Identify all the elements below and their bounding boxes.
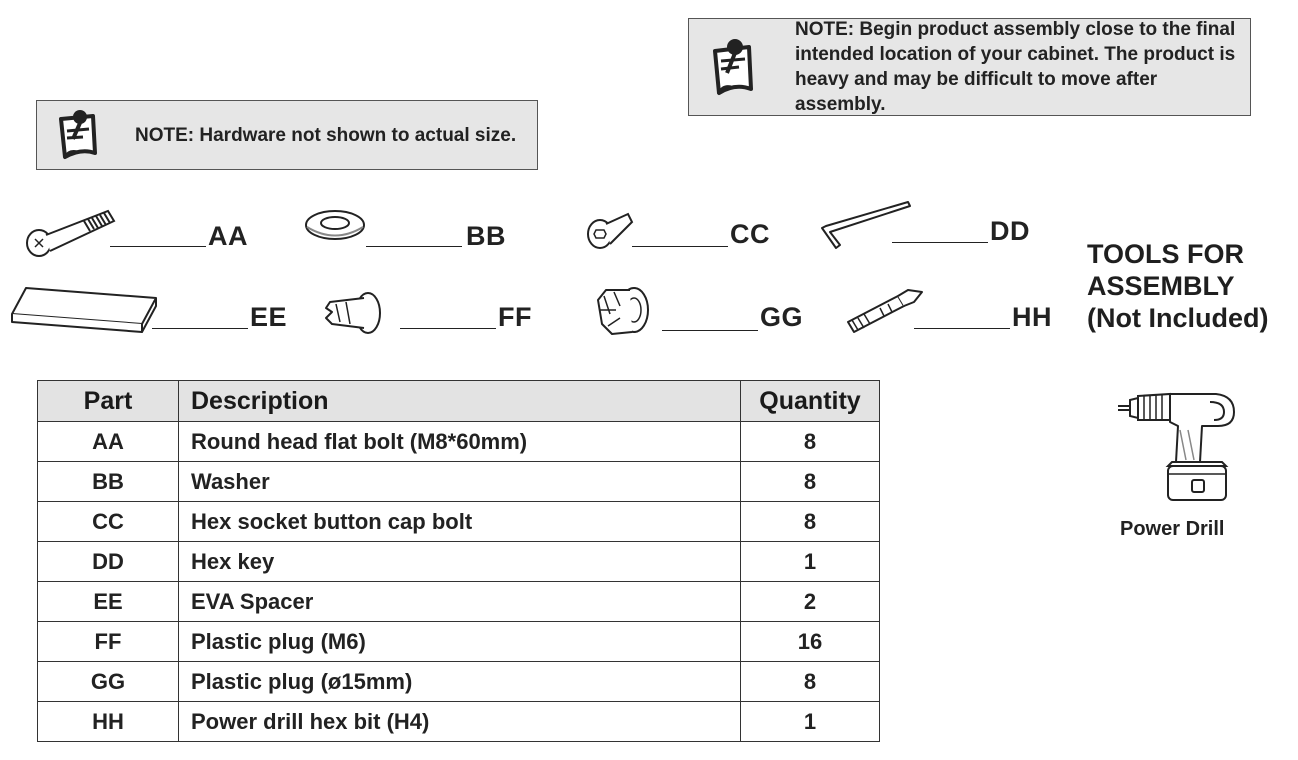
plastic-plug-15mm-icon [597, 287, 649, 335]
hardware-code: GG [760, 302, 804, 332]
quantity-cell: 16 [740, 621, 880, 662]
pinned-note-icon [705, 33, 761, 101]
tools-title-line: ASSEMBLY [1087, 271, 1235, 301]
part-cell: DD [37, 541, 179, 582]
washer-icon [305, 210, 365, 240]
round-head-flat-bolt-icon [26, 209, 116, 257]
part-cell: EE [37, 581, 179, 622]
quantity-cell: 8 [740, 421, 880, 462]
hardware-code: HH [1012, 302, 1052, 332]
description-cell: EVA Spacer [178, 581, 741, 622]
quantity-cell: 8 [740, 461, 880, 502]
description-cell: Power drill hex bit (H4) [178, 701, 741, 742]
quantity-cell: 8 [740, 501, 880, 542]
description-cell: Plastic plug (M6) [178, 621, 741, 662]
hardware-code: AA [208, 221, 248, 251]
note-assembly-location: NOTE: Begin product assembly close to th… [688, 18, 1251, 116]
quantity-cell: 2 [740, 581, 880, 622]
description-cell: Round head flat bolt (M8*60mm) [178, 421, 741, 462]
table-row: HH Power drill hex bit (H4) 1 [37, 701, 880, 742]
table-row: EE EVA Spacer 2 [37, 581, 880, 622]
part-cell: AA [37, 421, 179, 462]
note-hardware-size: NOTE: Hardware not shown to actual size. [36, 100, 538, 170]
tools-title-line: (Not Included) [1087, 303, 1269, 333]
table-header-row: Part Description Quantity [37, 380, 880, 422]
note-left-text: NOTE: Hardware not shown to actual size. [135, 124, 517, 146]
power-drill-hex-bit-icon [847, 289, 923, 333]
note-top-text: NOTE: Begin product assembly close to th… [795, 19, 1236, 115]
pinned-note-icon [53, 107, 105, 163]
table-row: BB Washer 8 [37, 461, 880, 502]
quantity-cell: 1 [740, 541, 880, 582]
hardware-code: EE [250, 302, 288, 332]
column-header-part: Part [37, 380, 179, 422]
description-cell: Hex key [178, 541, 741, 582]
hardware-code: CC [730, 219, 770, 249]
table-row: AA Round head flat bolt (M8*60mm) 8 [37, 421, 880, 462]
column-header-quantity: Quantity [740, 380, 880, 422]
table-row: DD Hex key 1 [37, 541, 880, 582]
plastic-plug-m6-icon [325, 292, 381, 334]
quantity-cell: 1 [740, 701, 880, 742]
eva-spacer-icon [11, 287, 157, 333]
tools-title-line: TOOLS FOR [1087, 239, 1245, 269]
hardware-code: FF [498, 302, 532, 332]
power-drill-icon [1116, 390, 1246, 508]
part-cell: GG [37, 661, 179, 702]
part-cell: BB [37, 461, 179, 502]
table-row: GG Plastic plug (ø15mm) 8 [37, 661, 880, 702]
part-cell: CC [37, 501, 179, 542]
column-header-description: Description [178, 380, 741, 422]
table-row: FF Plastic plug (M6) 16 [37, 621, 880, 662]
part-cell: FF [37, 621, 179, 662]
table-row: CC Hex socket button cap bolt 8 [37, 501, 880, 542]
power-drill-label: Power Drill [1120, 518, 1225, 540]
hardware-code: BB [466, 221, 506, 251]
description-cell: Washer [178, 461, 741, 502]
tools-title: TOOLS FOR ASSEMBLY (Not Included) [1087, 238, 1297, 334]
part-cell: HH [37, 701, 179, 742]
hex-socket-button-cap-bolt-icon [587, 212, 634, 249]
hardware-code: DD [990, 216, 1030, 246]
quantity-cell: 8 [740, 661, 880, 702]
description-cell: Plastic plug (ø15mm) [178, 661, 741, 702]
parts-table: Part Description Quantity AA Round head … [37, 380, 880, 742]
hex-key-icon [821, 201, 911, 249]
description-cell: Hex socket button cap bolt [178, 501, 741, 542]
